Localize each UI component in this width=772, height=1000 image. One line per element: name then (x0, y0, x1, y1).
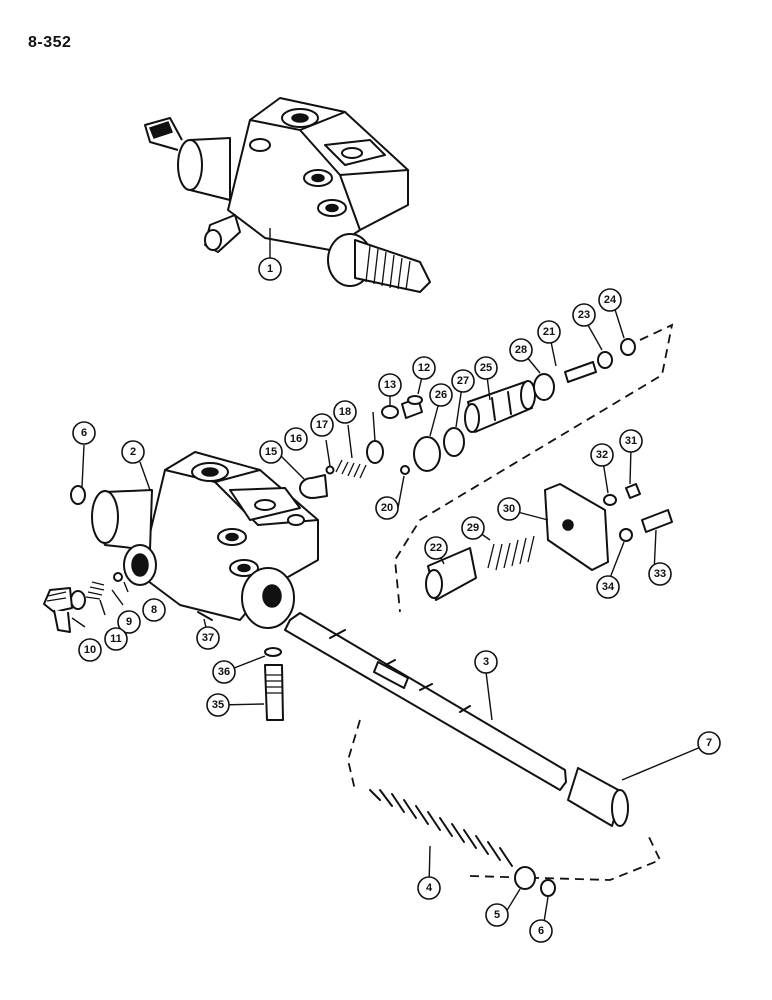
callout-11: 11 (104, 627, 128, 651)
svg-text:34: 34 (602, 581, 615, 593)
callout-10: 10 (78, 638, 102, 662)
svg-text:16: 16 (290, 433, 302, 445)
callout-29: 29 (461, 516, 485, 540)
svg-text:12: 12 (418, 362, 430, 374)
callout-17: 17 (310, 413, 334, 437)
shaft-sleeve (567, 767, 629, 827)
return-spring (369, 789, 513, 867)
svg-text:15: 15 (265, 446, 277, 458)
svg-text:32: 32 (596, 449, 608, 461)
callout-22: 22 (424, 536, 448, 560)
svg-text:5: 5 (494, 909, 500, 921)
svg-text:2: 2 (130, 446, 136, 458)
svg-text:21: 21 (543, 326, 555, 338)
callout-18: 18 (333, 400, 357, 424)
svg-text:31: 31 (625, 435, 637, 447)
valve-body (91, 451, 319, 629)
svg-text:3: 3 (483, 656, 489, 668)
svg-text:6: 6 (538, 925, 544, 937)
svg-text:26: 26 (435, 389, 447, 401)
svg-text:20: 20 (381, 502, 393, 514)
callout-15: 15 (259, 440, 283, 464)
svg-text:9: 9 (126, 616, 132, 628)
callout-20: 20 (375, 496, 399, 520)
svg-text:7: 7 (706, 737, 712, 749)
svg-text:33: 33 (654, 568, 666, 580)
snap-ring-upper (70, 485, 86, 505)
callout-6-upper: 6 (72, 421, 96, 445)
callout-7: 7 (697, 731, 721, 755)
callout-24: 24 (598, 288, 622, 312)
callout-16: 16 (284, 427, 308, 451)
relief-valve-parts (299, 395, 423, 499)
detent-plate-parts (425, 483, 673, 601)
svg-text:29: 29 (467, 522, 479, 534)
valve-assembly (144, 97, 431, 293)
snap-ring-lower (540, 879, 556, 897)
svg-text:35: 35 (212, 699, 224, 711)
callout-8: 8 (142, 598, 166, 622)
check-valve-parts (43, 572, 123, 633)
callout-2: 2 (121, 440, 145, 464)
callout-31: 31 (619, 429, 643, 453)
callout-25: 25 (474, 356, 498, 380)
callout-32: 32 (590, 443, 614, 467)
callout-34: 34 (596, 575, 620, 599)
svg-text:36: 36 (218, 666, 230, 678)
callout-33: 33 (648, 562, 672, 586)
svg-text:13: 13 (384, 379, 396, 391)
svg-text:17: 17 (316, 419, 328, 431)
svg-text:8: 8 (151, 604, 157, 616)
control-shaft (284, 612, 567, 791)
callout-1: 1 (258, 257, 282, 281)
callout-23: 23 (572, 303, 596, 327)
callout-9: 9 (117, 610, 141, 634)
callout-6-lower: 6 (529, 919, 553, 943)
callout-13: 13 (378, 373, 402, 397)
callout-36: 36 (212, 660, 236, 684)
svg-text:6: 6 (81, 427, 87, 439)
callout-12: 12 (412, 356, 436, 380)
group-outline-lower (347, 719, 662, 881)
callout-27: 27 (451, 369, 475, 393)
spring-seat (514, 866, 536, 890)
group-outline-upper (394, 323, 674, 613)
page-number: 8-352 (28, 34, 72, 51)
callout-28: 28 (509, 338, 533, 362)
svg-text:25: 25 (480, 362, 492, 374)
callout-37: 37 (196, 626, 220, 650)
callout-26: 26 (429, 383, 453, 407)
svg-text:27: 27 (457, 375, 469, 387)
svg-text:18: 18 (339, 406, 351, 418)
callout-21: 21 (537, 320, 561, 344)
svg-text:30: 30 (503, 503, 515, 515)
leader-lines (71, 228, 709, 929)
callout-3: 3 (474, 650, 498, 674)
svg-text:28: 28 (515, 344, 527, 356)
svg-text:23: 23 (578, 309, 590, 321)
svg-text:10: 10 (84, 644, 96, 656)
callout-35: 35 (206, 693, 230, 717)
svg-text:22: 22 (430, 542, 442, 554)
callout-4: 4 (417, 876, 441, 900)
svg-text:4: 4 (426, 882, 433, 894)
spool-assembly-parts (413, 338, 636, 472)
svg-text:37: 37 (202, 632, 214, 644)
plunger-parts (197, 611, 284, 721)
svg-text:1: 1 (267, 263, 273, 275)
svg-text:24: 24 (604, 294, 617, 306)
svg-text:11: 11 (110, 633, 122, 645)
callout-5: 5 (485, 903, 509, 927)
callout-30: 30 (497, 497, 521, 521)
